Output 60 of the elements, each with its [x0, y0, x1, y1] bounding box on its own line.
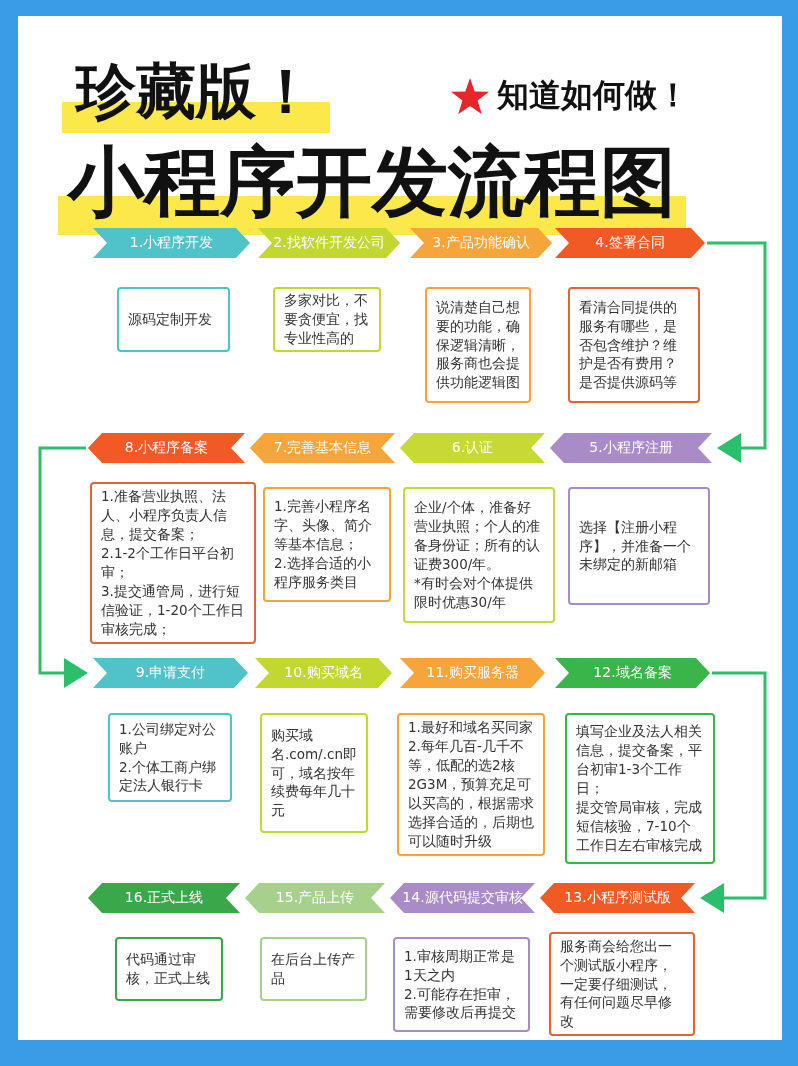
- u-turn-arrow: [700, 671, 767, 913]
- description-text: 2.个体工商户绑定法人银行卡: [119, 757, 217, 796]
- description-text: 购买域名.com/.cn即可，域名按年续费每年几十元: [271, 725, 357, 821]
- step-banner: 14.源代码提交审核: [390, 883, 535, 913]
- description-box: [403, 487, 555, 623]
- description-text: 2.可能存在拒审，需要修改后再提交: [404, 984, 517, 1023]
- step-banner: 1.小程序开发: [93, 228, 250, 258]
- description-text: 2.1-2个工作日平台初审；: [101, 544, 235, 582]
- description-text: 多家对比，不要贪便宜，找专业性高的: [284, 291, 369, 348]
- step-banner: 16.正式上线: [88, 883, 240, 913]
- description-text: 服务商会给您出一个测试版小程序，一定要仔细测试，有任何问题尽早修改: [560, 936, 673, 1032]
- description-box: [568, 487, 710, 605]
- step-banner: 9.申请支付: [93, 658, 248, 688]
- description-text: 1.审核周期正常是1天之内: [404, 946, 516, 985]
- description-box: [263, 487, 391, 602]
- description-box: [425, 287, 531, 403]
- subheadline: 知道如何做！: [497, 75, 689, 116]
- step-banner: 11.购买服务器: [400, 658, 545, 688]
- description-text: 企业/个体，准备好营业执照；个人的准备身份证；所有的认证费300/年。: [414, 498, 541, 574]
- step-banner: 5.小程序注册: [550, 433, 712, 463]
- step-banner: 8.小程序备案: [88, 433, 245, 463]
- description-text: 2.每年几百-几千不等，低配的选2核2G3M，预算充足可以买高的，根据需求选择合适的，后期也可以随时升级: [408, 737, 534, 851]
- description-text: 1.最好和域名买同家: [408, 718, 534, 738]
- description-text: *有时会对个体提供限时优惠30/年: [414, 573, 534, 612]
- description-box: [260, 713, 368, 833]
- description-box: [393, 937, 530, 1032]
- step-banner: 13.小程序测试版: [540, 883, 695, 913]
- step-banner: 4.签署合同: [555, 228, 705, 258]
- description-text: 填写企业及法人相关信息，提交备案，平台初审1-3个工作日；: [576, 722, 703, 798]
- description-box: [90, 482, 256, 644]
- description-text: 代码通过审核，正式上线: [126, 950, 211, 988]
- description-text: 选择【注册小程序】，并准备一个未绑定的新邮箱: [579, 517, 692, 575]
- description-box: [117, 287, 230, 352]
- u-turn-arrow: [707, 241, 767, 463]
- step-banner: 6.认证: [400, 433, 545, 463]
- description-text: 1.完善小程序名字、头像、简介等基本信息；: [274, 497, 373, 554]
- description-text: 在后台上传产品: [271, 950, 356, 988]
- description-text: 源码定制开发: [128, 310, 213, 329]
- description-box: [273, 287, 381, 352]
- description-box: [397, 713, 545, 856]
- description-text: 提交管局审核，完成短信核验，7-10个工作日左右审核完成: [576, 797, 703, 855]
- step-banner: 12.域名备案: [555, 658, 710, 688]
- description-box: [108, 713, 232, 802]
- description-box: [549, 932, 695, 1036]
- description-text: 说清楚自己想要的功能，确保逻辑清晰，服务商也会提供功能逻辑图: [436, 297, 520, 393]
- description-box: [260, 937, 367, 1001]
- description-box: [115, 937, 223, 1001]
- step-banner: 15.产品上传: [245, 883, 385, 913]
- description-text: 看清合同提供的服务有哪些，是否包含维护？维护是否有费用？是否提供源码等: [579, 297, 678, 393]
- description-text: 3.提交通管局，进行短信验证，1-20个工作日审核完成；: [101, 581, 245, 639]
- description-text: 1.公司绑定对公账户: [119, 719, 217, 758]
- step-banner: 7.完善基本信息: [250, 433, 395, 463]
- description-box: [565, 713, 715, 864]
- step-banner: 10.购买域名: [255, 658, 392, 688]
- u-turn-arrow: [38, 446, 88, 688]
- step-banner: 2.找软件开发公司: [258, 228, 400, 258]
- step-banner: 3.产品功能确认: [410, 228, 552, 258]
- description-box: [568, 287, 700, 403]
- description-text: 1.准备营业执照、法人、小程序负责人信息，提交备案；: [101, 487, 228, 545]
- description-text: 2.选择合适的小程序服务类目: [274, 553, 372, 592]
